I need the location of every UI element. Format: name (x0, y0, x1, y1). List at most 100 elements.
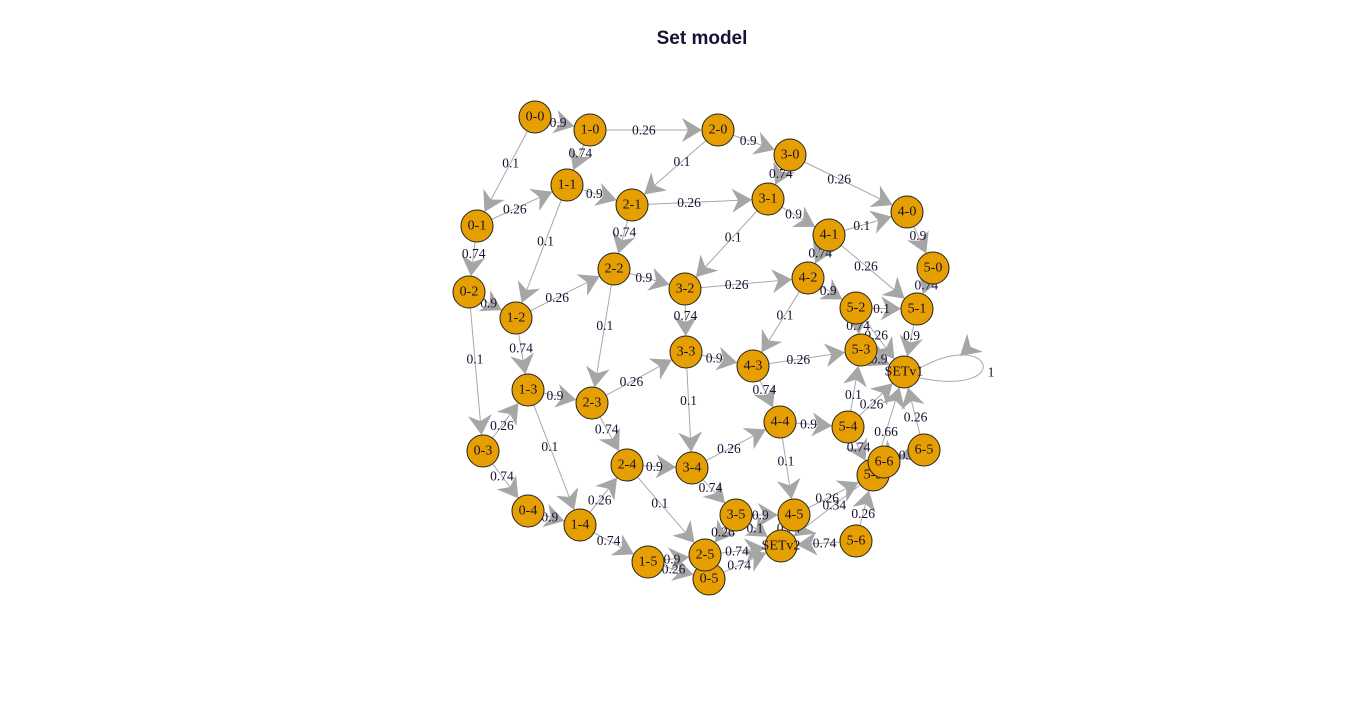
arrowhead-4-3-to-4-4 (753, 384, 776, 408)
node-label: 3-0 (781, 148, 800, 163)
node-1-2: 1-2 (499, 301, 533, 335)
edge-label: 0.74 (674, 308, 698, 323)
arrowhead-5-6-to-SETv2 (796, 531, 818, 556)
node-2-1: 2-1 (615, 188, 649, 222)
edge-label: 0.9 (800, 417, 817, 432)
edge-label: 0.26 (787, 352, 811, 367)
arrowhead-SETv1-to-SETv1 (960, 333, 983, 356)
edge-label: 0.74 (490, 469, 514, 484)
arrowhead-3-5-to-SETv2 (744, 515, 768, 537)
edge-label: 0.1 (776, 307, 793, 322)
arrowhead-1-4-to-1-5 (610, 534, 634, 556)
node-label: 5-0 (924, 261, 943, 276)
node-circle (839, 524, 873, 558)
node-circle (777, 498, 811, 532)
edge-label: 0.1 (873, 301, 890, 316)
arrowhead-4-1-to-4-0 (869, 210, 892, 234)
edge-2-2-to-2-3 (594, 284, 612, 388)
node-circle (736, 349, 770, 383)
node-label: SETv2 (762, 539, 801, 554)
node-1-5: 1-5 (631, 545, 665, 579)
node-5-3: 5-3 (844, 333, 878, 367)
node-label: 2-4 (618, 458, 637, 473)
arrowhead-3-1-to-3-2 (695, 254, 719, 278)
node-5-4: 5-4 (831, 410, 865, 444)
arrowhead-4-1-to-5-1 (881, 276, 905, 299)
node-2-4: 2-4 (610, 448, 644, 482)
node-label: 5-6 (847, 534, 866, 549)
node-label: 0-5 (700, 572, 719, 587)
arrowhead-1-1-to-1-2 (517, 280, 541, 304)
edge-label: 0.1 (502, 155, 519, 170)
edge-label: 0.1 (596, 318, 613, 333)
edge-1-3-to-1-4 (533, 404, 575, 511)
arrowhead-0-0-to-1-0 (552, 110, 575, 134)
edge-label: 0.26 (662, 562, 686, 577)
node-label: 2-3 (583, 396, 602, 411)
arrowhead-5-3-to-SETv1 (866, 344, 890, 367)
node-circle (751, 182, 785, 216)
arrowhead-0-3-to-1-3 (496, 402, 519, 427)
edge-label: 0.26 (827, 171, 851, 186)
arrowhead-0-3-to-0-4 (496, 475, 519, 499)
arrowhead-3-5-to-4-5 (758, 503, 778, 527)
node-circle (812, 218, 846, 252)
edge-0-0-to-0-1 (484, 130, 528, 213)
node-2-5: 2-5 (688, 538, 722, 572)
edge-label: 0.26 (632, 123, 656, 138)
node-1-4: 1-4 (563, 508, 597, 542)
edge-1-1-to-1-2 (521, 199, 562, 304)
arrowhead-1-1-to-2-1 (594, 182, 617, 206)
node-label: 3-5 (727, 508, 746, 523)
arrowhead-2-4-to-2-5 (672, 519, 695, 543)
arrowhead-1-4-to-2-4 (595, 477, 618, 501)
edge-label: 0.26 (545, 290, 569, 305)
node-circle (460, 209, 494, 243)
edge-label: 0.9 (541, 509, 558, 524)
node-label: 4-5 (785, 508, 804, 523)
edge-label: 0.1 (725, 229, 742, 244)
edge-label: 0.26 (854, 259, 878, 274)
arrowhead-2-3-to-3-3 (648, 358, 672, 380)
node-2-0: 2-0 (701, 113, 735, 147)
edge-label: 0.1 (651, 495, 668, 510)
node-circle (844, 333, 878, 367)
arrowhead-5-5-to-SETv2 (793, 514, 817, 537)
edge-label: 0.9 (550, 115, 567, 130)
node-circle (900, 292, 934, 326)
arrowhead-0-5-to-SETv2 (743, 550, 767, 572)
edge-3-2-to-4-2 (700, 278, 793, 289)
node-4-4: 4-4 (763, 405, 797, 439)
node-circle (831, 410, 865, 444)
edge-label: 0.9 (785, 207, 802, 222)
edge-label: 0.26 (717, 441, 741, 456)
arrowhead-4-2-to-4-3 (761, 329, 783, 353)
edge-label: 0.74 (509, 341, 533, 356)
arrowhead-5-1-to-SETv1 (899, 334, 924, 357)
edge-label: 0.9 (909, 228, 926, 243)
node-circle (890, 195, 924, 229)
node-circle (550, 168, 584, 202)
node-circle (573, 113, 607, 147)
edge-label: 0.1 (845, 387, 862, 402)
edge-label: 0.26 (588, 492, 612, 507)
arrowhead-3-2-to-3-3 (673, 315, 698, 337)
edge-label: 0.1 (680, 393, 697, 408)
node-circle (773, 138, 807, 172)
arrowhead-2-0-to-3-0 (752, 131, 775, 155)
arrowhead-2-1-to-3-1 (731, 188, 753, 213)
edge-label: 0.26 (860, 396, 884, 411)
arrowhead-5-6-to-5-5 (852, 490, 876, 513)
node-2-3: 2-3 (575, 386, 609, 420)
edge-label: 0.74 (699, 480, 723, 495)
edge-label: 0.66 (874, 424, 898, 439)
node-4-1: 4-1 (812, 218, 846, 252)
node-circle (791, 261, 825, 295)
edge-label: 0.26 (677, 195, 701, 210)
arrowhead-2-5-to-SETv2 (743, 538, 766, 563)
node-label: 4-4 (771, 415, 790, 430)
edge-label: 0.9 (635, 270, 652, 285)
node-circle (688, 538, 722, 572)
node-label: 3-1 (759, 192, 778, 207)
node-label: 2-0 (709, 123, 728, 138)
